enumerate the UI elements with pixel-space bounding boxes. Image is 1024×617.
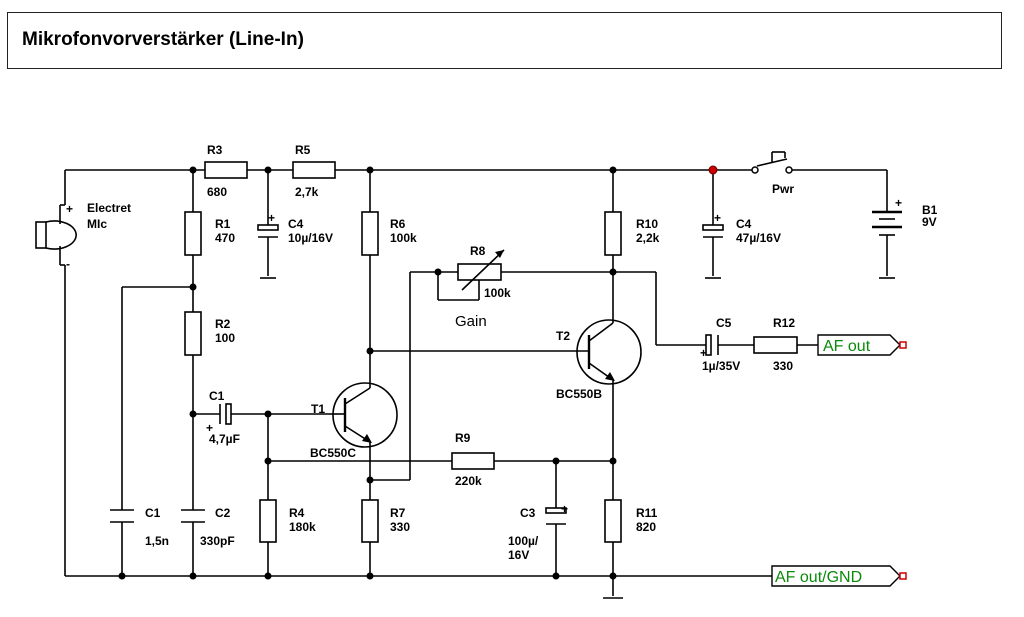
c5-ref: C5 [716,316,732,330]
c2-ref: C2 [215,506,231,520]
capacitor-c4-10u: + C4 10µ/16V [257,211,333,245]
c3-value2: 16V [508,548,529,562]
c5-value: 1µ/35V [702,359,740,373]
r4-value: 180k [289,520,316,534]
r8-gain-label: Gain [455,313,487,330]
r10-ref: R10 [636,217,658,231]
c4b-value: 47µ/16V [736,231,781,245]
resistor-r11: R11 820 [604,499,658,543]
battery-value: 9V [922,215,937,229]
c3-plus: + [561,502,568,516]
resistor-r5: R5 2,7k [292,143,336,199]
r11-ref: R11 [636,506,658,520]
mic-name-label: Electret [87,201,131,215]
r9-value: 220k [455,474,482,488]
transistor-t1: T1 BC550C [310,382,398,460]
c4a-plus: + [268,211,275,225]
r3-ref: R3 [207,143,223,157]
page-title: Mikrofonvorverstärker (Line-In) [22,29,304,50]
capacitor-c5: + C5 1µ/35V [700,316,740,373]
transistor-t2: T2 BC550B [556,319,642,401]
c5-plus: + [700,346,707,360]
resistor-r7: R7 330 [361,499,410,543]
r1-ref: R1 [215,217,231,231]
r10-value: 2,2k [636,231,660,245]
t2-ref: T2 [556,329,570,343]
resistor-r9: R9 220k [451,431,495,488]
c4b-ref: C4 [736,217,752,231]
battery-ref: B1 [922,203,938,217]
mic-plus-label: + [66,202,73,216]
t2-value: BC550B [556,387,602,401]
r7-value: 330 [390,520,410,534]
r7-ref: R7 [390,506,406,520]
r5-value: 2,7k [295,185,319,199]
battery-plus: + [895,196,902,210]
t1-ref: T1 [311,402,325,416]
r4-ref: R4 [289,506,305,520]
capacitor-c1-1n5: C1 1,5n [110,506,169,548]
c1b-ref: C1 [145,506,161,520]
resistor-r6: R6 100k [361,211,417,256]
mic-minus-label: - [66,257,70,271]
r8-value: 100k [484,286,511,300]
r12-ref: R12 [773,316,795,330]
c3-value: 100µ/ [508,534,539,548]
capacitor-c2: C2 330pF [181,506,235,548]
c4a-value: 10µ/16V [288,231,333,245]
resistor-r3: R3 680 [204,143,248,199]
resistor-r2: R2 100 [184,311,235,356]
r6-value: 100k [390,231,417,245]
t1-value: BC550C [310,446,356,460]
resistor-r4: R4 180k [259,499,316,543]
r2-value: 100 [215,331,235,345]
junctions [118,165,718,580]
capacitor-c4-47u: + C4 47µ/16V [702,211,781,245]
r6-ref: R6 [390,217,406,231]
resistor-r1: R1 470 [184,211,235,256]
title-box: Mikrofonvorverstärker (Line-In) [7,12,1002,69]
r3-value: 680 [207,185,227,199]
potentiometer-r8: R8 100k Gain [455,244,511,330]
r5-ref: R5 [295,143,311,157]
microphone: + - Electret MIc [35,201,131,271]
c3-ref: C3 [520,506,536,520]
resistor-r12: R12 330 [753,316,798,373]
c4a-ref: C4 [288,217,304,231]
r8-ref: R8 [470,244,486,258]
r11-value: 820 [636,520,656,534]
c2-value: 330pF [200,534,235,548]
switch-label: Pwr [772,182,794,196]
port-af-out: AF out [817,334,907,356]
r12-value: 330 [773,359,793,373]
capacitor-c3: + C3 100µ/ 16V [508,502,568,562]
c1a-value: 4,7µF [209,432,240,446]
port-af-gnd: AF out/GND [771,565,907,587]
r1-value: 470 [215,231,235,245]
c4b-plus: + [714,211,721,225]
power-switch: Pwr [751,151,794,196]
mic-name2-label: MIc [87,217,107,231]
af-out-label: AF out [823,338,871,355]
r2-ref: R2 [215,317,231,331]
c1a-plus: + [206,421,213,435]
capacitor-c1-4u7: C1 + 4,7µF [206,389,240,446]
c1b-value: 1,5n [145,534,169,548]
c1a-ref: C1 [209,389,225,403]
resistor-r10: R10 2,2k [604,211,660,256]
battery-b1: + B1 9V [872,196,938,236]
r9-ref: R9 [455,431,471,445]
af-gnd-label: AF out/GND [775,569,862,586]
